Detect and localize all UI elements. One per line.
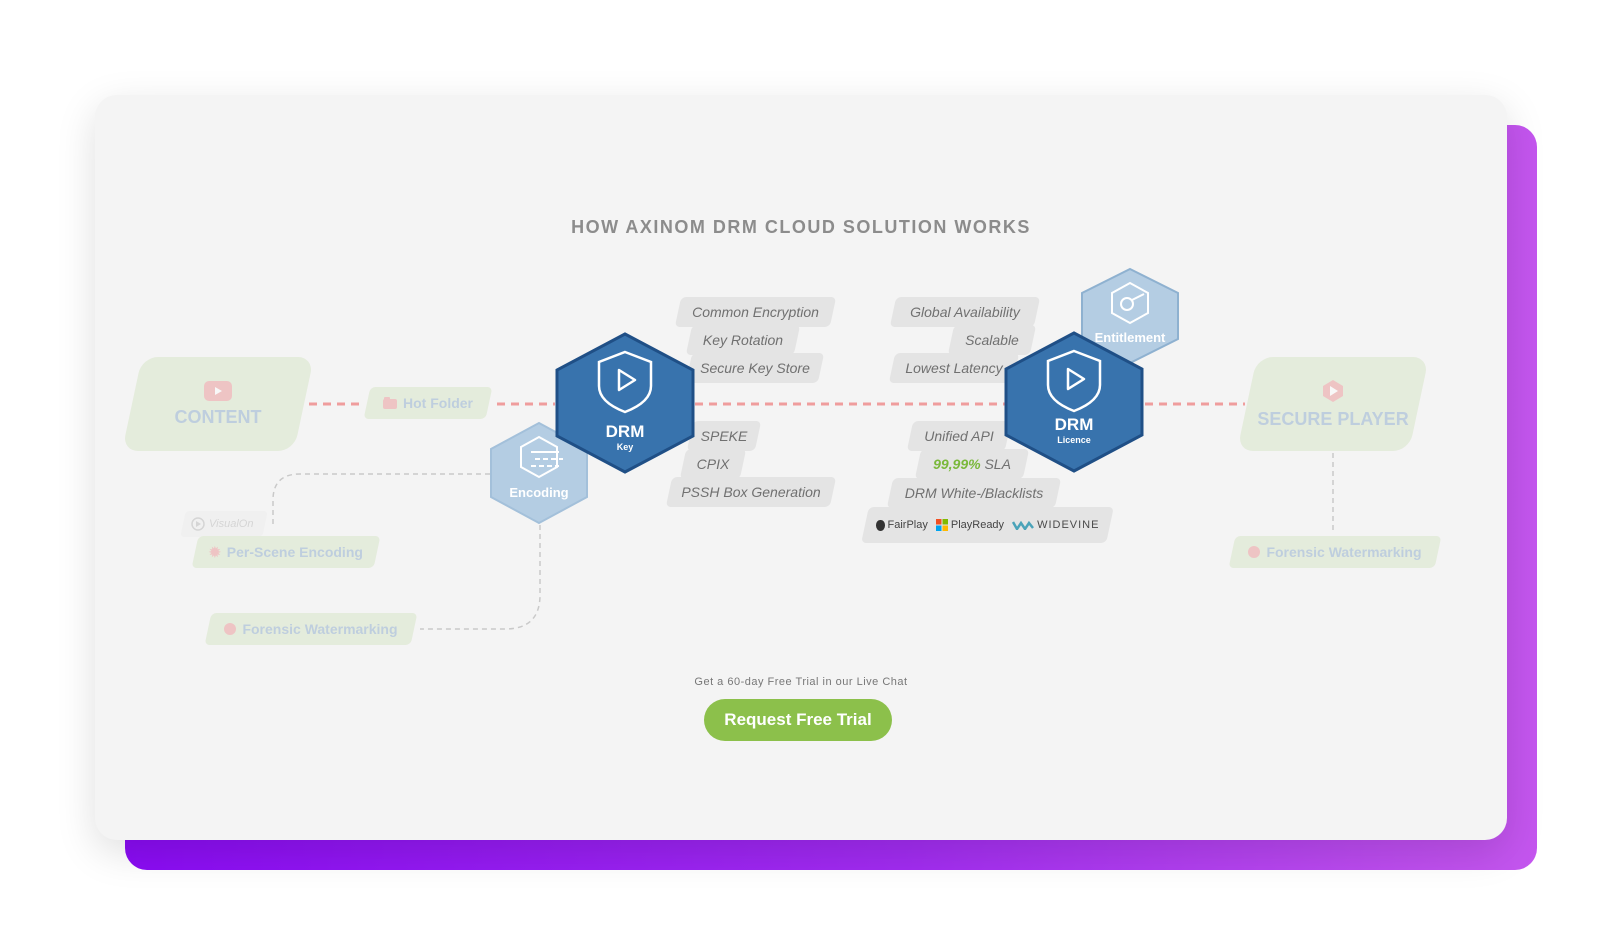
drm-key-node: DRM Key <box>553 332 697 474</box>
sla-value: 99,99% <box>933 456 981 472</box>
feature-lowest-latency: Lowest Latency <box>888 353 1020 383</box>
play-circle-icon <box>191 517 205 531</box>
cta-caption: Get a 60-day Free Trial in our Live Chat <box>694 676 908 688</box>
apple-icon <box>875 519 885 531</box>
secure-player-box: SECURE PLAYER <box>1237 357 1429 451</box>
entitlement-node: Entitlement <box>1078 267 1182 365</box>
watermark-icon <box>224 623 237 635</box>
youtube-play-icon <box>204 380 232 401</box>
encoding-label: Encoding <box>509 485 569 500</box>
folder-icon <box>383 397 397 409</box>
feature-drm-blacklists: DRM White-/Blacklists <box>886 478 1062 508</box>
drm-licence-subtitle: Licence <box>1057 435 1091 445</box>
encoding-node: Encoding <box>487 421 591 525</box>
feature-unified-api: Unified API <box>906 421 1012 451</box>
feature-global-availability: Global Availability <box>889 297 1041 327</box>
drm-platforms: FairPlay PlayReady WIDEVINE <box>861 507 1114 543</box>
forensic-watermarking-left-label: Forensic Watermarking <box>242 621 398 637</box>
drm-key-subtitle: Key <box>616 442 634 452</box>
entitlement-label: Entitlement <box>1094 330 1166 345</box>
feature-speke: SPEKE <box>686 421 762 451</box>
content-box: CONTENT <box>122 357 314 451</box>
forensic-watermarking-left-pill: Forensic Watermarking <box>204 613 418 645</box>
playready-badge: PlayReady <box>935 519 1004 531</box>
feature-key-rotation: Key Rotation <box>685 325 801 355</box>
content-label: CONTENT <box>174 406 262 427</box>
widevine-badge: WIDEVINE <box>1012 519 1099 531</box>
gear-icon: ✹ <box>209 544 221 560</box>
visualon-label: VisualOn <box>209 518 254 530</box>
feature-pssh-box-generation: PSSH Box Generation <box>665 477 837 507</box>
drm-key-title: DRM <box>605 422 645 441</box>
play-hexagon-icon <box>1323 379 1343 402</box>
widevine-icon <box>1012 520 1035 530</box>
watermark-icon <box>1248 546 1261 558</box>
diagram-title: HOW AXINOM DRM CLOUD SOLUTION WORKS <box>571 217 1031 237</box>
feature-common-encryption: Common Encryption <box>674 297 837 327</box>
per-scene-encoding-pill: ✹ Per-Scene Encoding <box>191 536 381 568</box>
visualon-badge: VisualOn <box>180 511 268 537</box>
drm-licence-node: DRM Licence <box>1002 331 1146 473</box>
forensic-watermarking-right-pill: Forensic Watermarking <box>1228 536 1442 568</box>
forensic-watermarking-right-label: Forensic Watermarking <box>1266 544 1422 560</box>
hot-folder-label: Hot Folder <box>403 395 473 411</box>
secure-player-label: SECURE PLAYER <box>1257 408 1409 429</box>
request-free-trial-button[interactable]: Request Free Trial <box>704 699 892 741</box>
connector-lines <box>272 402 1334 630</box>
fairplay-badge: FairPlay <box>875 519 928 531</box>
drm-licence-title: DRM <box>1054 415 1094 434</box>
per-scene-encoding-label: Per-Scene Encoding <box>226 544 363 560</box>
diagram-card: HOW AXINOM DRM CLOUD SOLUTION WORKS CONT… <box>95 95 1507 840</box>
hot-folder-pill: Hot Folder <box>363 387 493 419</box>
feature-secure-key-store: Secure Key Store <box>685 353 825 383</box>
windows-icon <box>935 519 948 531</box>
